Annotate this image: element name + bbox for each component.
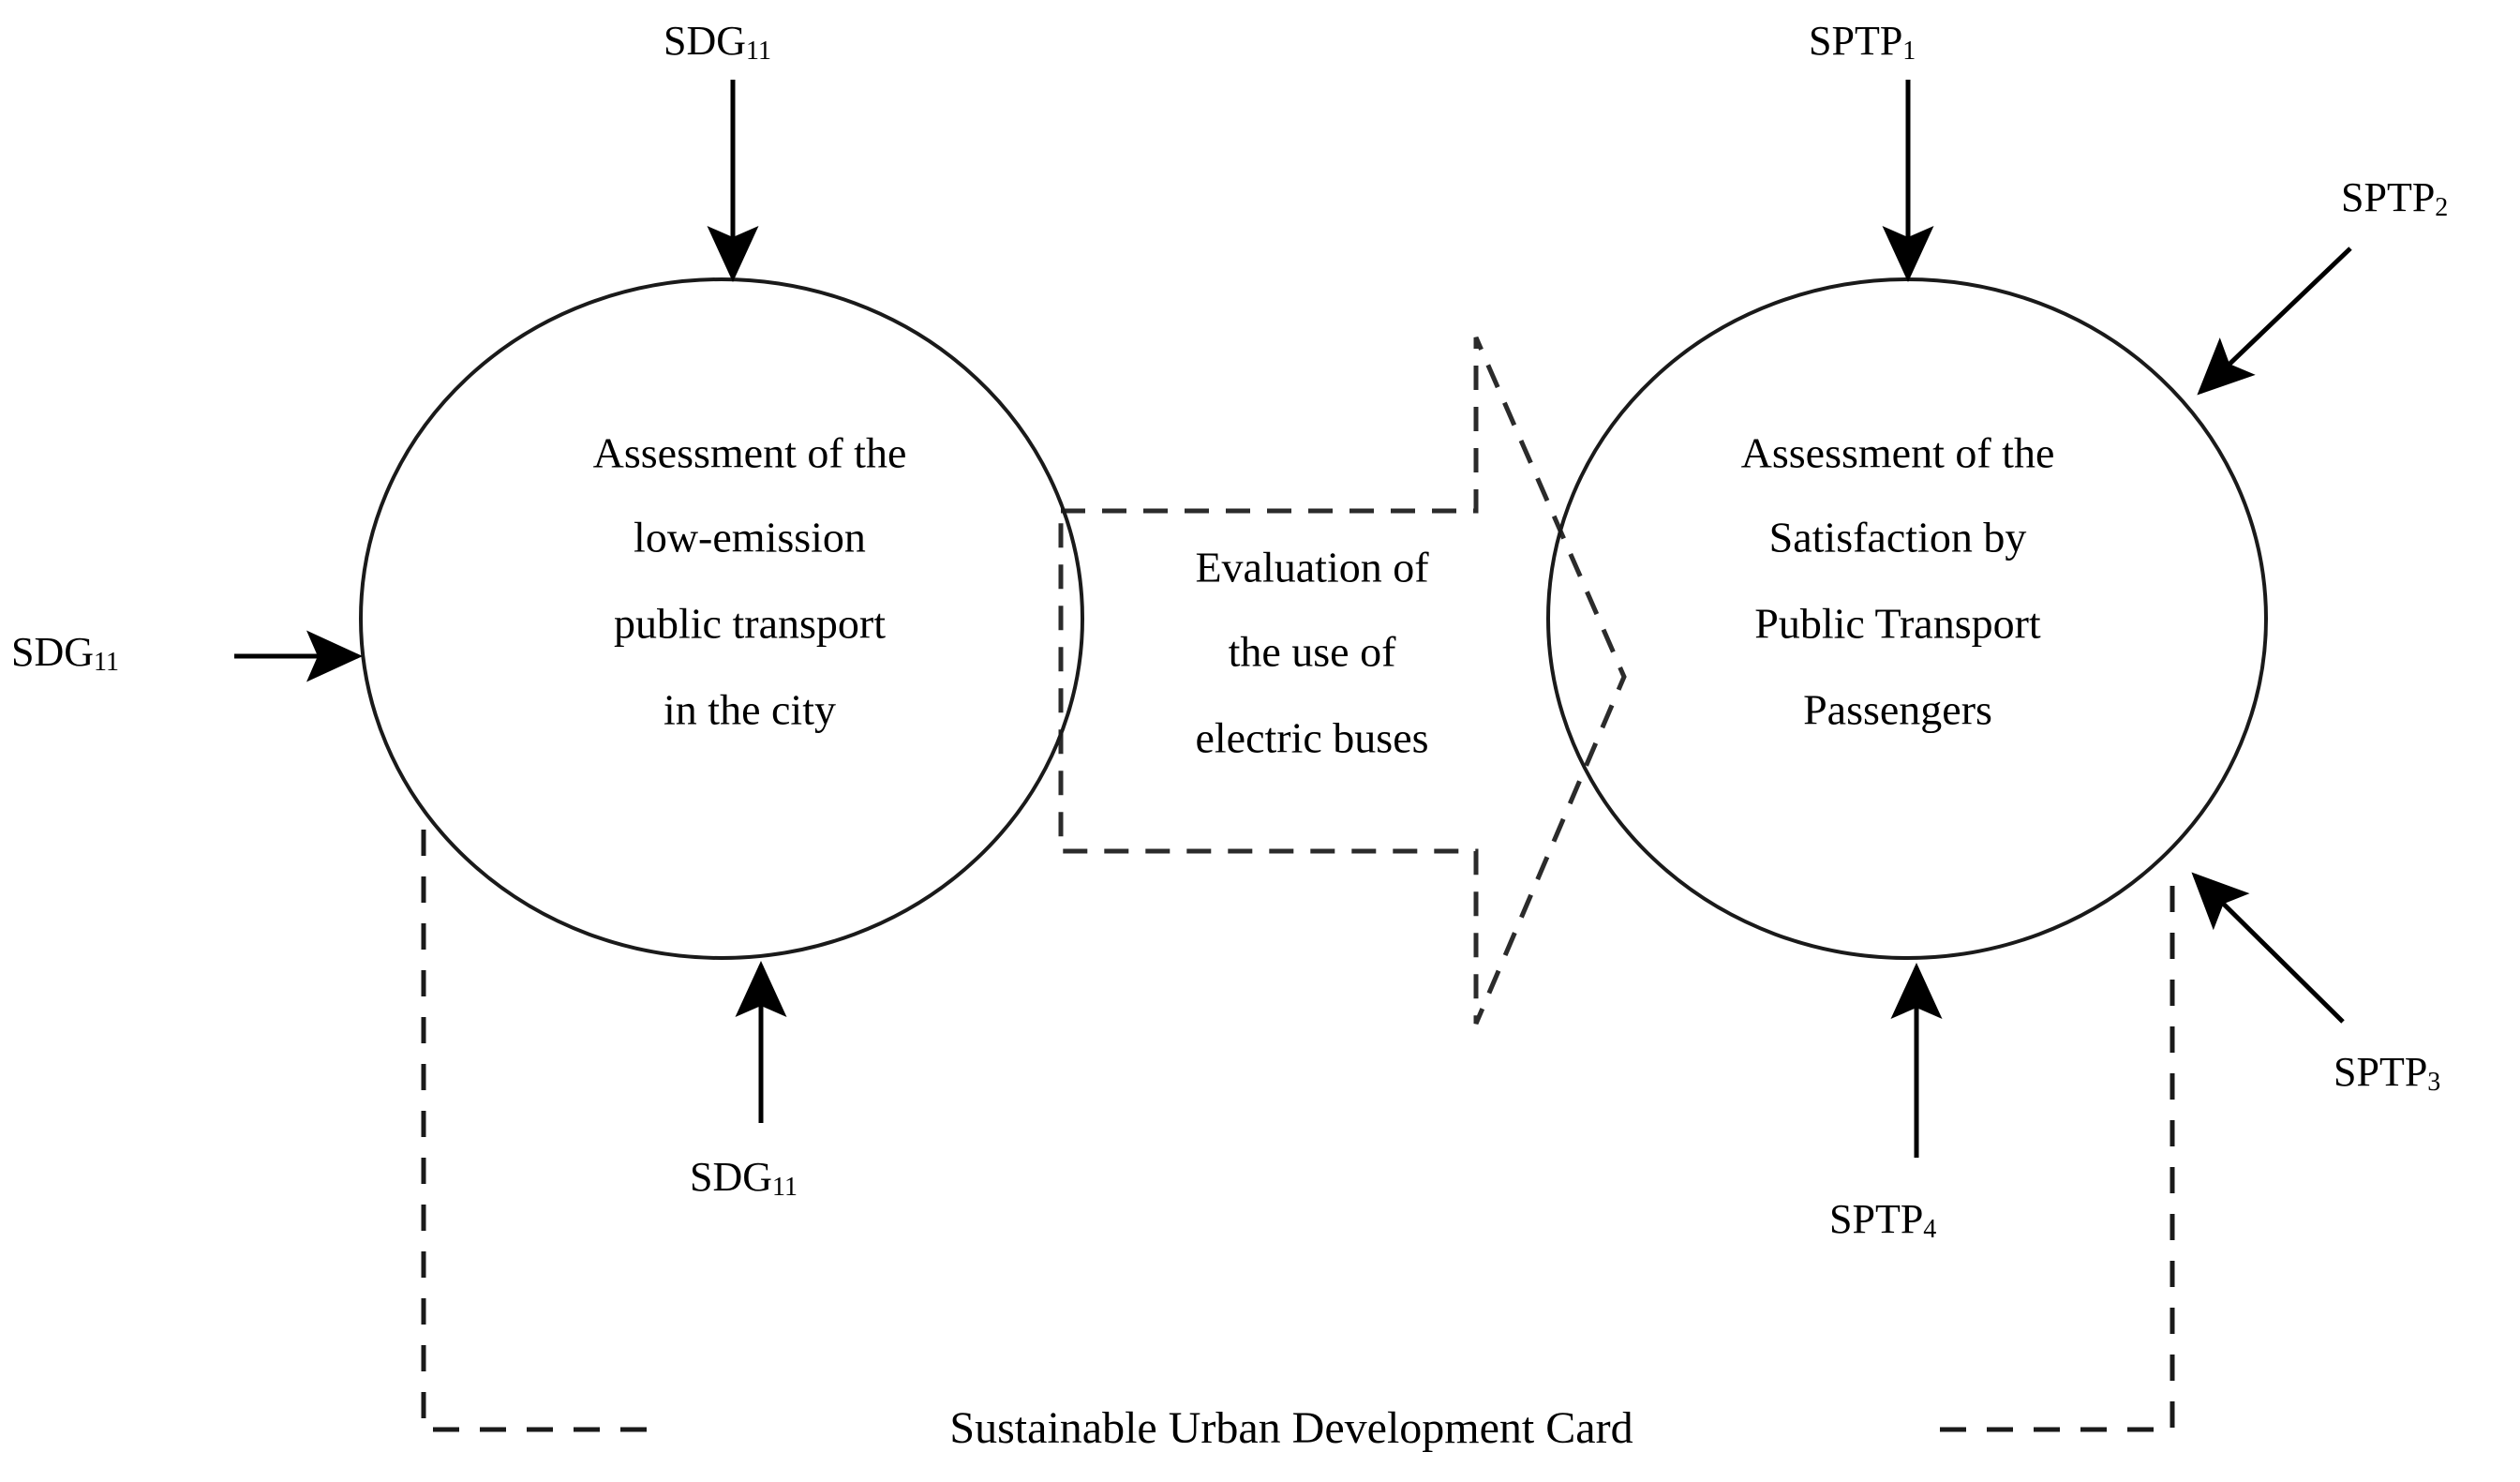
label-sptp-1: SPTP1 [1809, 18, 1916, 66]
diagram-caption: Sustainable Urban Development Card [949, 1403, 1633, 1453]
feedback-line-left [421, 830, 656, 1432]
connector-sptp2 [2197, 247, 2352, 396]
label-sdg-left-sub: 11 [94, 648, 119, 677]
label-sdg-top-base: SDG [664, 18, 746, 64]
label-sdg-bottom-sub: 11 [772, 1173, 798, 1202]
label-sptp-1-sub: 1 [1902, 37, 1916, 66]
label-sptp-2-base: SPTP [2341, 174, 2435, 220]
left-process-line-3: public transport [614, 600, 886, 648]
right-process-line-1: Assessment of the [1741, 429, 2055, 477]
label-sptp-3-base: SPTP [2334, 1049, 2427, 1095]
left-process-line-2: low-emission [634, 514, 866, 561]
left-process-line-4: in the city [664, 686, 836, 734]
label-sdg-bottom-base: SDG [690, 1154, 772, 1200]
center-flow-arrow: Evaluation of the use of electric buses [1058, 336, 1627, 1025]
center-flow-line-1: Evaluation of [1195, 544, 1429, 591]
connector-sptp3 [2191, 872, 2345, 1024]
label-sptp-3: SPTP3 [2334, 1049, 2440, 1097]
label-sdg-top: SDG11 [664, 18, 771, 66]
label-sptp-4: SPTP4 [1829, 1196, 1936, 1244]
center-flow-line-2: the use of [1229, 628, 1397, 676]
right-process-line-3: Public Transport [1754, 600, 2041, 648]
label-sptp-4-sub: 4 [1923, 1215, 1936, 1244]
label-sptp-2: SPTP2 [2341, 174, 2448, 222]
center-flow-line-3: electric buses [1195, 714, 1428, 762]
right-process-line-2: Satisfaction by [1769, 514, 2027, 561]
label-sdg-left: SDG11 [11, 629, 119, 677]
left-process-node: Assessment of the low-emission public tr… [359, 277, 1084, 960]
label-sptp-3-sub: 3 [2427, 1068, 2440, 1097]
label-sptp-4-base: SPTP [1829, 1196, 1923, 1242]
label-sdg-top-sub: 11 [746, 37, 771, 66]
right-process-node: Assessment of the Satisfaction by Public… [1546, 277, 2268, 960]
label-sptp-1-base: SPTP [1809, 18, 1902, 64]
left-process-line-1: Assessment of the [593, 429, 907, 477]
feedback-line-right [1926, 886, 2175, 1432]
label-sptp-2-sub: 2 [2435, 193, 2448, 222]
label-sdg-left-base: SDG [11, 629, 94, 675]
label-sdg-bottom: SDG11 [690, 1154, 798, 1202]
right-process-line-4: Passengers [1803, 686, 1992, 734]
